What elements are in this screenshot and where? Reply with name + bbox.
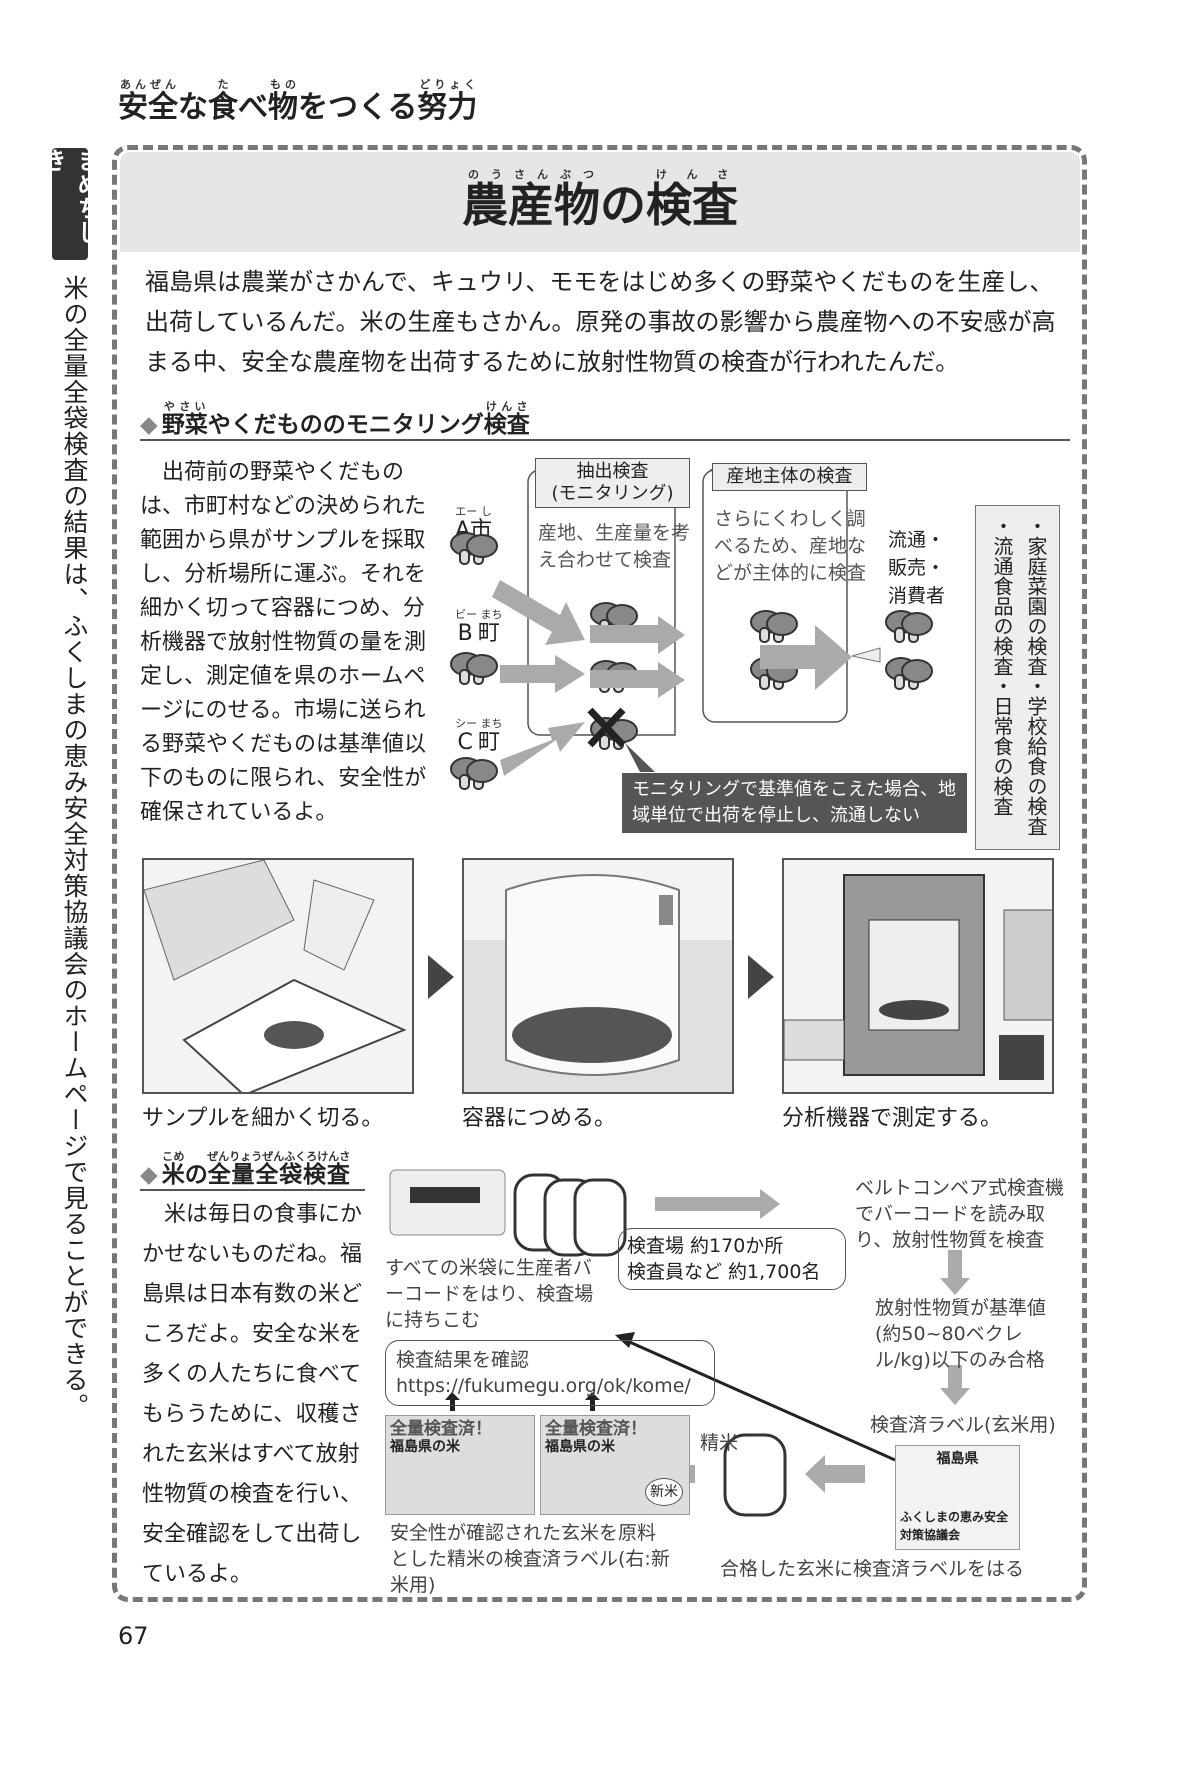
bag-caption: 合格した玄米に検査済ラベルをはる	[720, 1558, 1025, 1580]
photo-analyzer	[782, 858, 1054, 1094]
intro-text: 福島県は農業がさかんで、キュウリ、モモをはじめ多くの野菜やくだものを生産し、出荷…	[145, 268, 1056, 376]
stat-sites: 検査場 約170か所	[627, 1235, 784, 1257]
arrow-right-icon	[428, 955, 454, 999]
main-title: 農産物のうさんぶつの検査けんさ	[462, 168, 738, 232]
new-rice-label: 全量検査済！福島県の米新米	[540, 1415, 690, 1515]
caption-cut: サンプルを細かく切る。	[142, 1106, 384, 1131]
diamond-icon: ◆	[140, 1162, 158, 1188]
origin-test-desc: さらにくわしく調べるため、産地などが主体的に検査	[714, 508, 867, 584]
section-heading-text: 野菜やさいやくだもののモニタリング検査けんさ	[161, 400, 530, 438]
caption-measure: 分析機器で測定する。	[782, 1106, 1003, 1131]
result-url[interactable]: https://fukumegu.org/ok/kome/	[396, 1375, 691, 1397]
arrows	[492, 580, 852, 776]
test-item: ・学校給食の検査	[1024, 676, 1048, 836]
test-column: ・流通食品の検査・日常食の検査	[985, 516, 1019, 839]
section2-text: 米は毎日の食事にかかせないものだね。福島県は日本有数の米どころだよ。安全な米を多…	[142, 1202, 363, 1587]
sidebar-note: 米の全量全袋検査の結果は、ふくしまの恵み安全対策協議会のホームページで見ることが…	[60, 275, 89, 1419]
extract-test-desc: 産地、生産量を考え合わせて検査	[538, 522, 691, 571]
extract-test-label: 抽出検査(モニタリング)	[535, 458, 690, 508]
photo-container	[462, 858, 734, 1094]
test-item: ・家庭菜園の検査	[1024, 516, 1048, 676]
result-check-box: 検査結果を確認 https://fukumegu.org/ok/kome/	[385, 1340, 715, 1406]
monitoring-diagram	[450, 469, 933, 790]
stats-box: 検査場 約170か所検査員など 約1,700名	[618, 1228, 846, 1290]
title-band	[120, 152, 1080, 252]
threshold-note: モニタリングで基準値をこえた場合、地域単位で出荷を停止し、流通しない	[622, 773, 967, 833]
test-item: ・流通食品の検査	[990, 516, 1014, 676]
page-number: 67	[118, 1622, 149, 1650]
barcode-caption: すべての米袋に生産者バーコードをはり、検査場に持ちこむ	[385, 1257, 594, 1331]
new-rice-badge: 新米	[645, 1478, 683, 1506]
reject-x-icon	[587, 707, 626, 748]
origin-test-label: 産地主体の検査	[712, 463, 867, 491]
diamond-icon: ◆	[140, 412, 158, 438]
arrow-right-icon	[748, 955, 774, 999]
label-caption: 安全性が確認された玄米を原料とした精米の検査済ラベル(右:新米用)	[390, 1522, 670, 1596]
content-frame	[112, 145, 1087, 1602]
step-label: 検査済ラベル(玄米用)	[870, 1414, 1056, 1436]
section-heading-rice: ◆米こめの全量全袋検査ぜんりょうぜんふくろけんさ	[140, 1150, 365, 1191]
photo-cutting	[142, 858, 414, 1094]
town-c: C町シー まち	[455, 717, 503, 755]
rice-flow-diagram	[389, 1169, 970, 1517]
result-check-title: 検査結果を確認	[396, 1349, 530, 1371]
other-tests-box: ・家庭菜園の検査・学校給食の検査 ・流通食品の検査・日常食の検査	[975, 505, 1060, 850]
test-item: ・日常食の検査	[990, 676, 1014, 816]
section-heading-vegetables: ◆野菜やさいやくだもののモニタリング検査けんさ	[140, 400, 1070, 441]
brown-rice-label: 福島県ふくしまの恵み安全対策協議会	[895, 1445, 1020, 1550]
step-threshold: 放射性物質が基準値(約50~80ベクレル/kg)以下のみ合格	[875, 1297, 1047, 1371]
mushroom-icon	[450, 532, 498, 565]
polished-rice-label: 全量検査済！福島県の米	[385, 1415, 535, 1515]
test-column: ・家庭菜園の検査・学校給食の検査	[1019, 516, 1053, 839]
page-title: 安全あんぜんな食たべ物ものをつくる努力どりょく	[118, 78, 478, 125]
consumer-label: 流通・販売・消費者	[888, 529, 946, 607]
caption-fill: 容器につめる。	[462, 1106, 617, 1131]
town-b: B町ビー まち	[455, 608, 503, 646]
polish-label: 精米	[700, 1432, 739, 1454]
section1-text: 出荷前の野菜やくだものは、市町村などの決められた範囲から県がサンプルを採取し、分…	[140, 460, 427, 825]
section-heading-text: 米こめの全量全袋検査ぜんりょうぜんふくろけんさ	[161, 1150, 351, 1188]
stat-staff: 検査員など 約1,700名	[627, 1261, 821, 1283]
step-scan: ベルトコンベア式検査機でバーコードを読み取り、放射性物質を検査	[855, 1177, 1065, 1251]
extract-box	[527, 469, 676, 736]
